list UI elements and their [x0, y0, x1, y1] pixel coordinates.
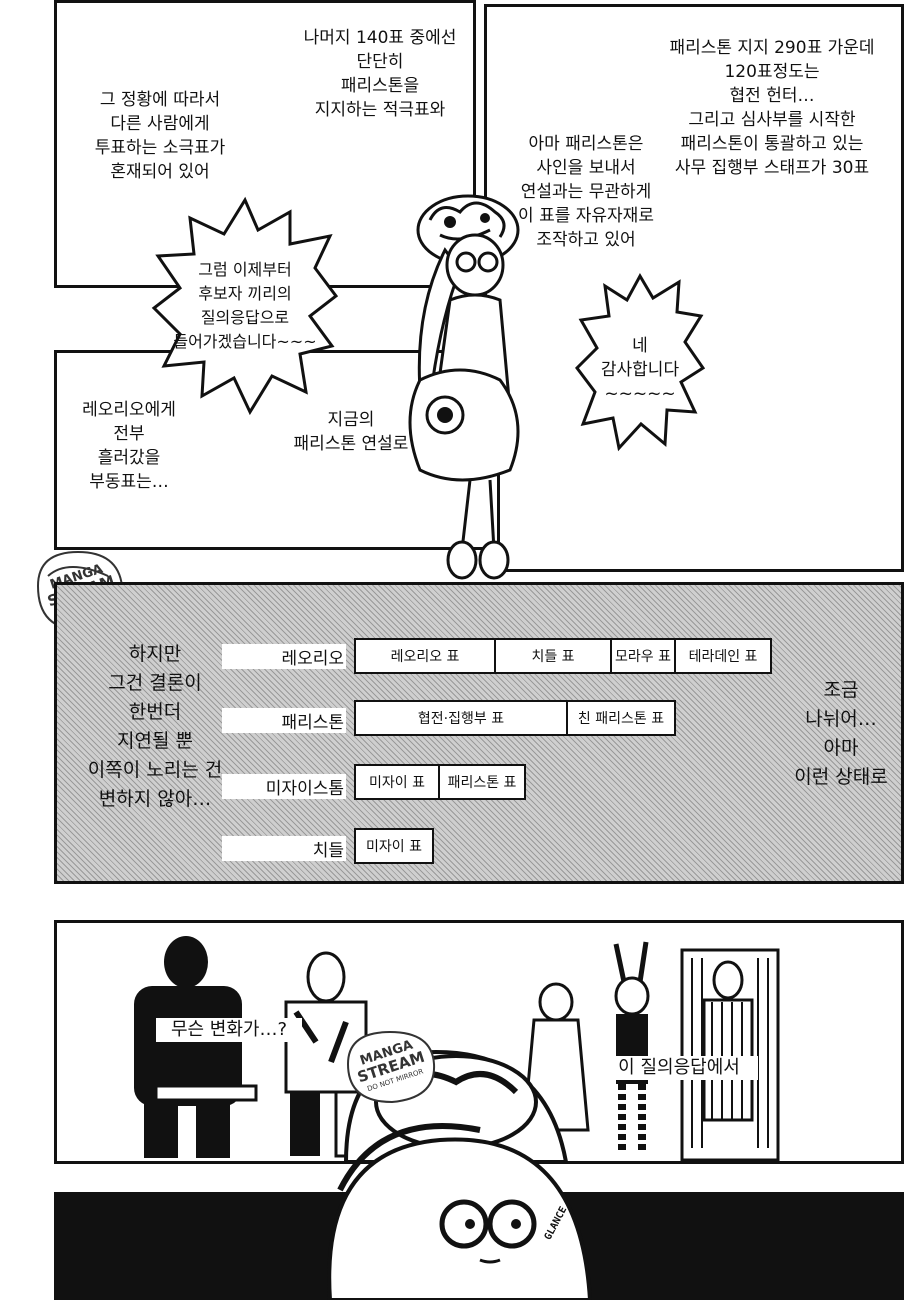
vote-row-label: 치들 [222, 836, 346, 861]
panel2-top-right-caption: 패리스톤 지지 290표 가운데 120표정도는 협전 헌터… 그리고 심사부를… [669, 38, 875, 178]
vote-segment: 테라데인 표 [688, 649, 758, 665]
vote-row-label: 미자이스톰 [222, 774, 346, 799]
vote-row-label: 레오리오 [222, 644, 346, 669]
vote-segment: 레오리오 표 [356, 640, 496, 672]
vote-bar: 미자이 표 [354, 828, 434, 864]
vote-row-label: 패리스톤 [222, 708, 346, 733]
panel1-left-caption: 그 정황에 따라서 다른 사람에게 투표하는 소극표가 혼재되어 있어 [94, 90, 226, 182]
panel5-left-speech: 무슨 변화가…? [156, 1018, 302, 1042]
speech-burst-left [151, 196, 339, 416]
girl-closeup [327, 1123, 593, 1300]
panel5-right-speech: 이 질의응답에서 [600, 1056, 758, 1080]
vote-segment: 패리스톤 표 [447, 775, 517, 791]
vote-bar: 레오리오 표 치들 표 모라우 표 테라데인 표 [354, 638, 772, 674]
panel1-mid-caption: 나머지 140표 중에선 단단히 패리스톤을 지지하는 적극표와 [303, 28, 457, 120]
vote-segment: 모라우 표 [612, 640, 676, 672]
girl-figure-sitting [408, 194, 520, 580]
speech-burst-right-text: 네 감사합니다 ~~~~~ [600, 336, 680, 404]
vote-segment: 치들 표 [496, 640, 612, 672]
panel-top-right [484, 4, 904, 572]
speech-burst-right [575, 272, 705, 452]
panel3-left-caption: 레오리오에게 전부 흘러갔을 부동표는… [82, 400, 176, 492]
panel4-left-caption: 하지만 그건 결론이 한번더 지연될 뿐 이쪽이 노리는 건 변하지 않아… [87, 643, 223, 810]
manga-stream-logo-bottom [346, 1030, 436, 1104]
vote-segment: 협전·집행부 표 [356, 702, 568, 734]
vote-segment: 미자이 표 [366, 839, 422, 855]
vote-segment: 미자이 표 [356, 766, 440, 798]
vote-segment: 친 패리스톤 표 [577, 711, 665, 727]
panel2-center-caption: 아마 패리스톤은 사인을 보내서 연설과는 무관하게 이 표를 자유자재로 조작… [518, 134, 654, 250]
vote-bar: 협전·집행부 표 친 패리스톤 표 [354, 700, 676, 736]
panel4-right-caption: 조금 나뉘어… 아마 이런 상태로 [794, 679, 888, 788]
panel3-center-caption: 지금의 패리스톤 연설로 [293, 410, 409, 454]
speech-burst-left-text: 그럼 이제부터 후보자 끼리의 질의응답으로 들어가겠습니다~~~ [173, 260, 317, 351]
vote-bar: 미자이 표 패리스톤 표 [354, 764, 526, 800]
